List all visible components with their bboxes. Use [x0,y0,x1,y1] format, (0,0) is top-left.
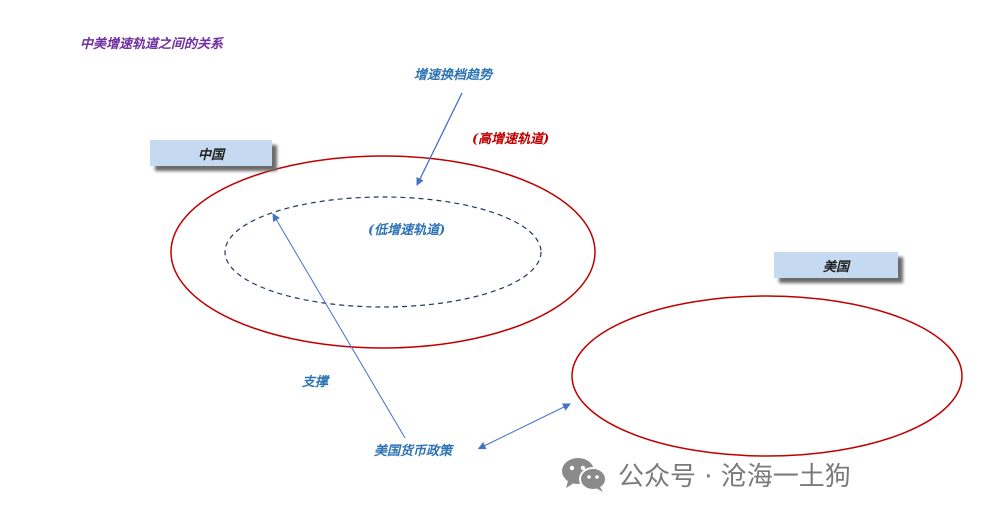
china-high-growth-ellipse [170,155,596,349]
watermark: 公众号 · 沧海一土狗 [560,455,851,493]
us-ellipse [571,295,963,457]
watermark-text: 公众号 · 沧海一土狗 [618,461,851,492]
us-policy-link-arrow [477,403,571,450]
wechat-icon [562,458,607,492]
support-label: 支撑 [302,375,329,390]
us-monetary-policy-label: 美国货币政策 [374,444,453,459]
growth-shift-arrow [416,92,463,186]
growth-shift-trend-label: 增速换档趋势 [414,68,493,83]
high-growth-track-label: (高增速轨道) [472,132,550,147]
china-label-box: 中国 [150,140,272,166]
us-label-box: 美国 [774,252,898,278]
diagram-title: 中美增速轨道之间的关系 [80,37,224,52]
support-arrow [272,213,406,439]
low-growth-track-label: (低增速轨道) [368,223,446,238]
china-low-growth-ellipse [224,196,542,308]
